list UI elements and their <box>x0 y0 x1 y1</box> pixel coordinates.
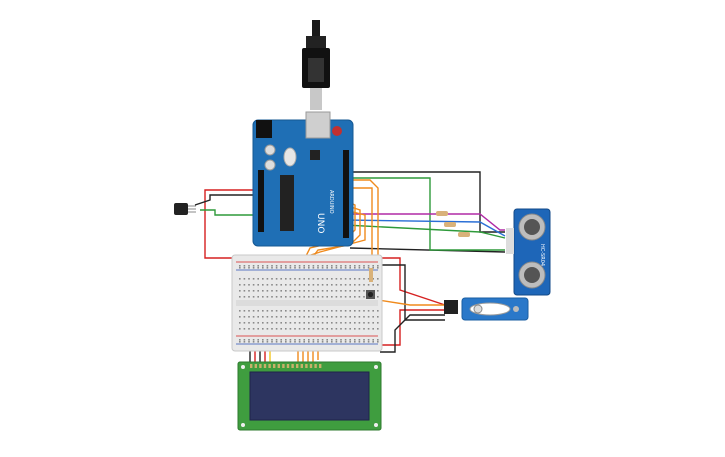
lcd-screen <box>249 371 370 421</box>
servo-motor[interactable] <box>444 297 529 321</box>
sensor-resistors <box>436 211 470 237</box>
breadboard-resistor <box>369 268 373 282</box>
analog-header <box>258 170 264 232</box>
atmega-chip <box>280 175 294 231</box>
arduino-uno[interactable]: UNO ARDUINO <box>252 111 354 247</box>
usb-cable[interactable] <box>302 20 330 110</box>
reset-button-icon <box>332 126 342 136</box>
breadboard[interactable] <box>231 254 383 352</box>
digital-header <box>343 150 349 238</box>
arduino-logo-text: UNO <box>315 213 325 233</box>
power-jack <box>256 120 272 138</box>
wire-5v <box>204 189 254 259</box>
servo-connector <box>444 300 458 314</box>
temperature-sensor[interactable] <box>174 203 196 215</box>
sensor-model-text: HC-SR04 <box>539 244 545 266</box>
usb-port <box>305 111 331 139</box>
arduino-brand-text: ARDUINO <box>328 190 334 214</box>
lcd-display[interactable] <box>237 361 382 431</box>
pushbutton[interactable] <box>366 290 375 299</box>
ultrasonic-sensor[interactable]: HC-SR04 <box>506 208 551 296</box>
